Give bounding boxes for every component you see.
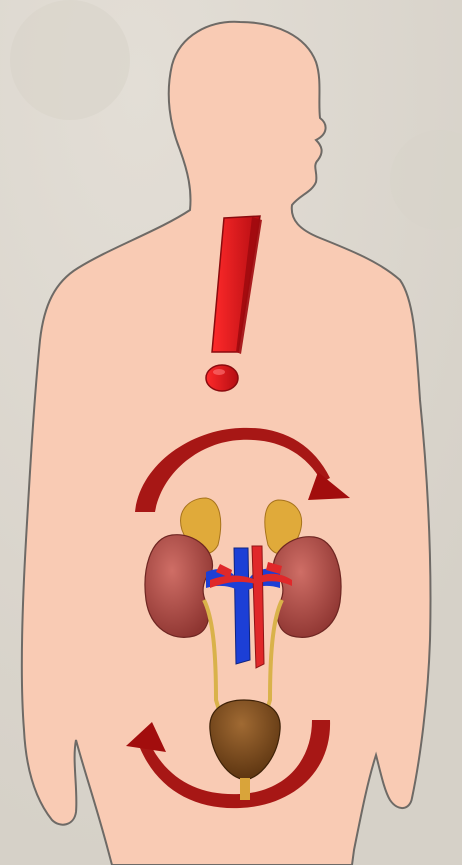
kidney-left	[145, 535, 213, 638]
background-texture	[10, 0, 130, 120]
urethra	[240, 778, 250, 800]
vena-cava	[234, 548, 250, 664]
kidney-right	[273, 537, 341, 638]
